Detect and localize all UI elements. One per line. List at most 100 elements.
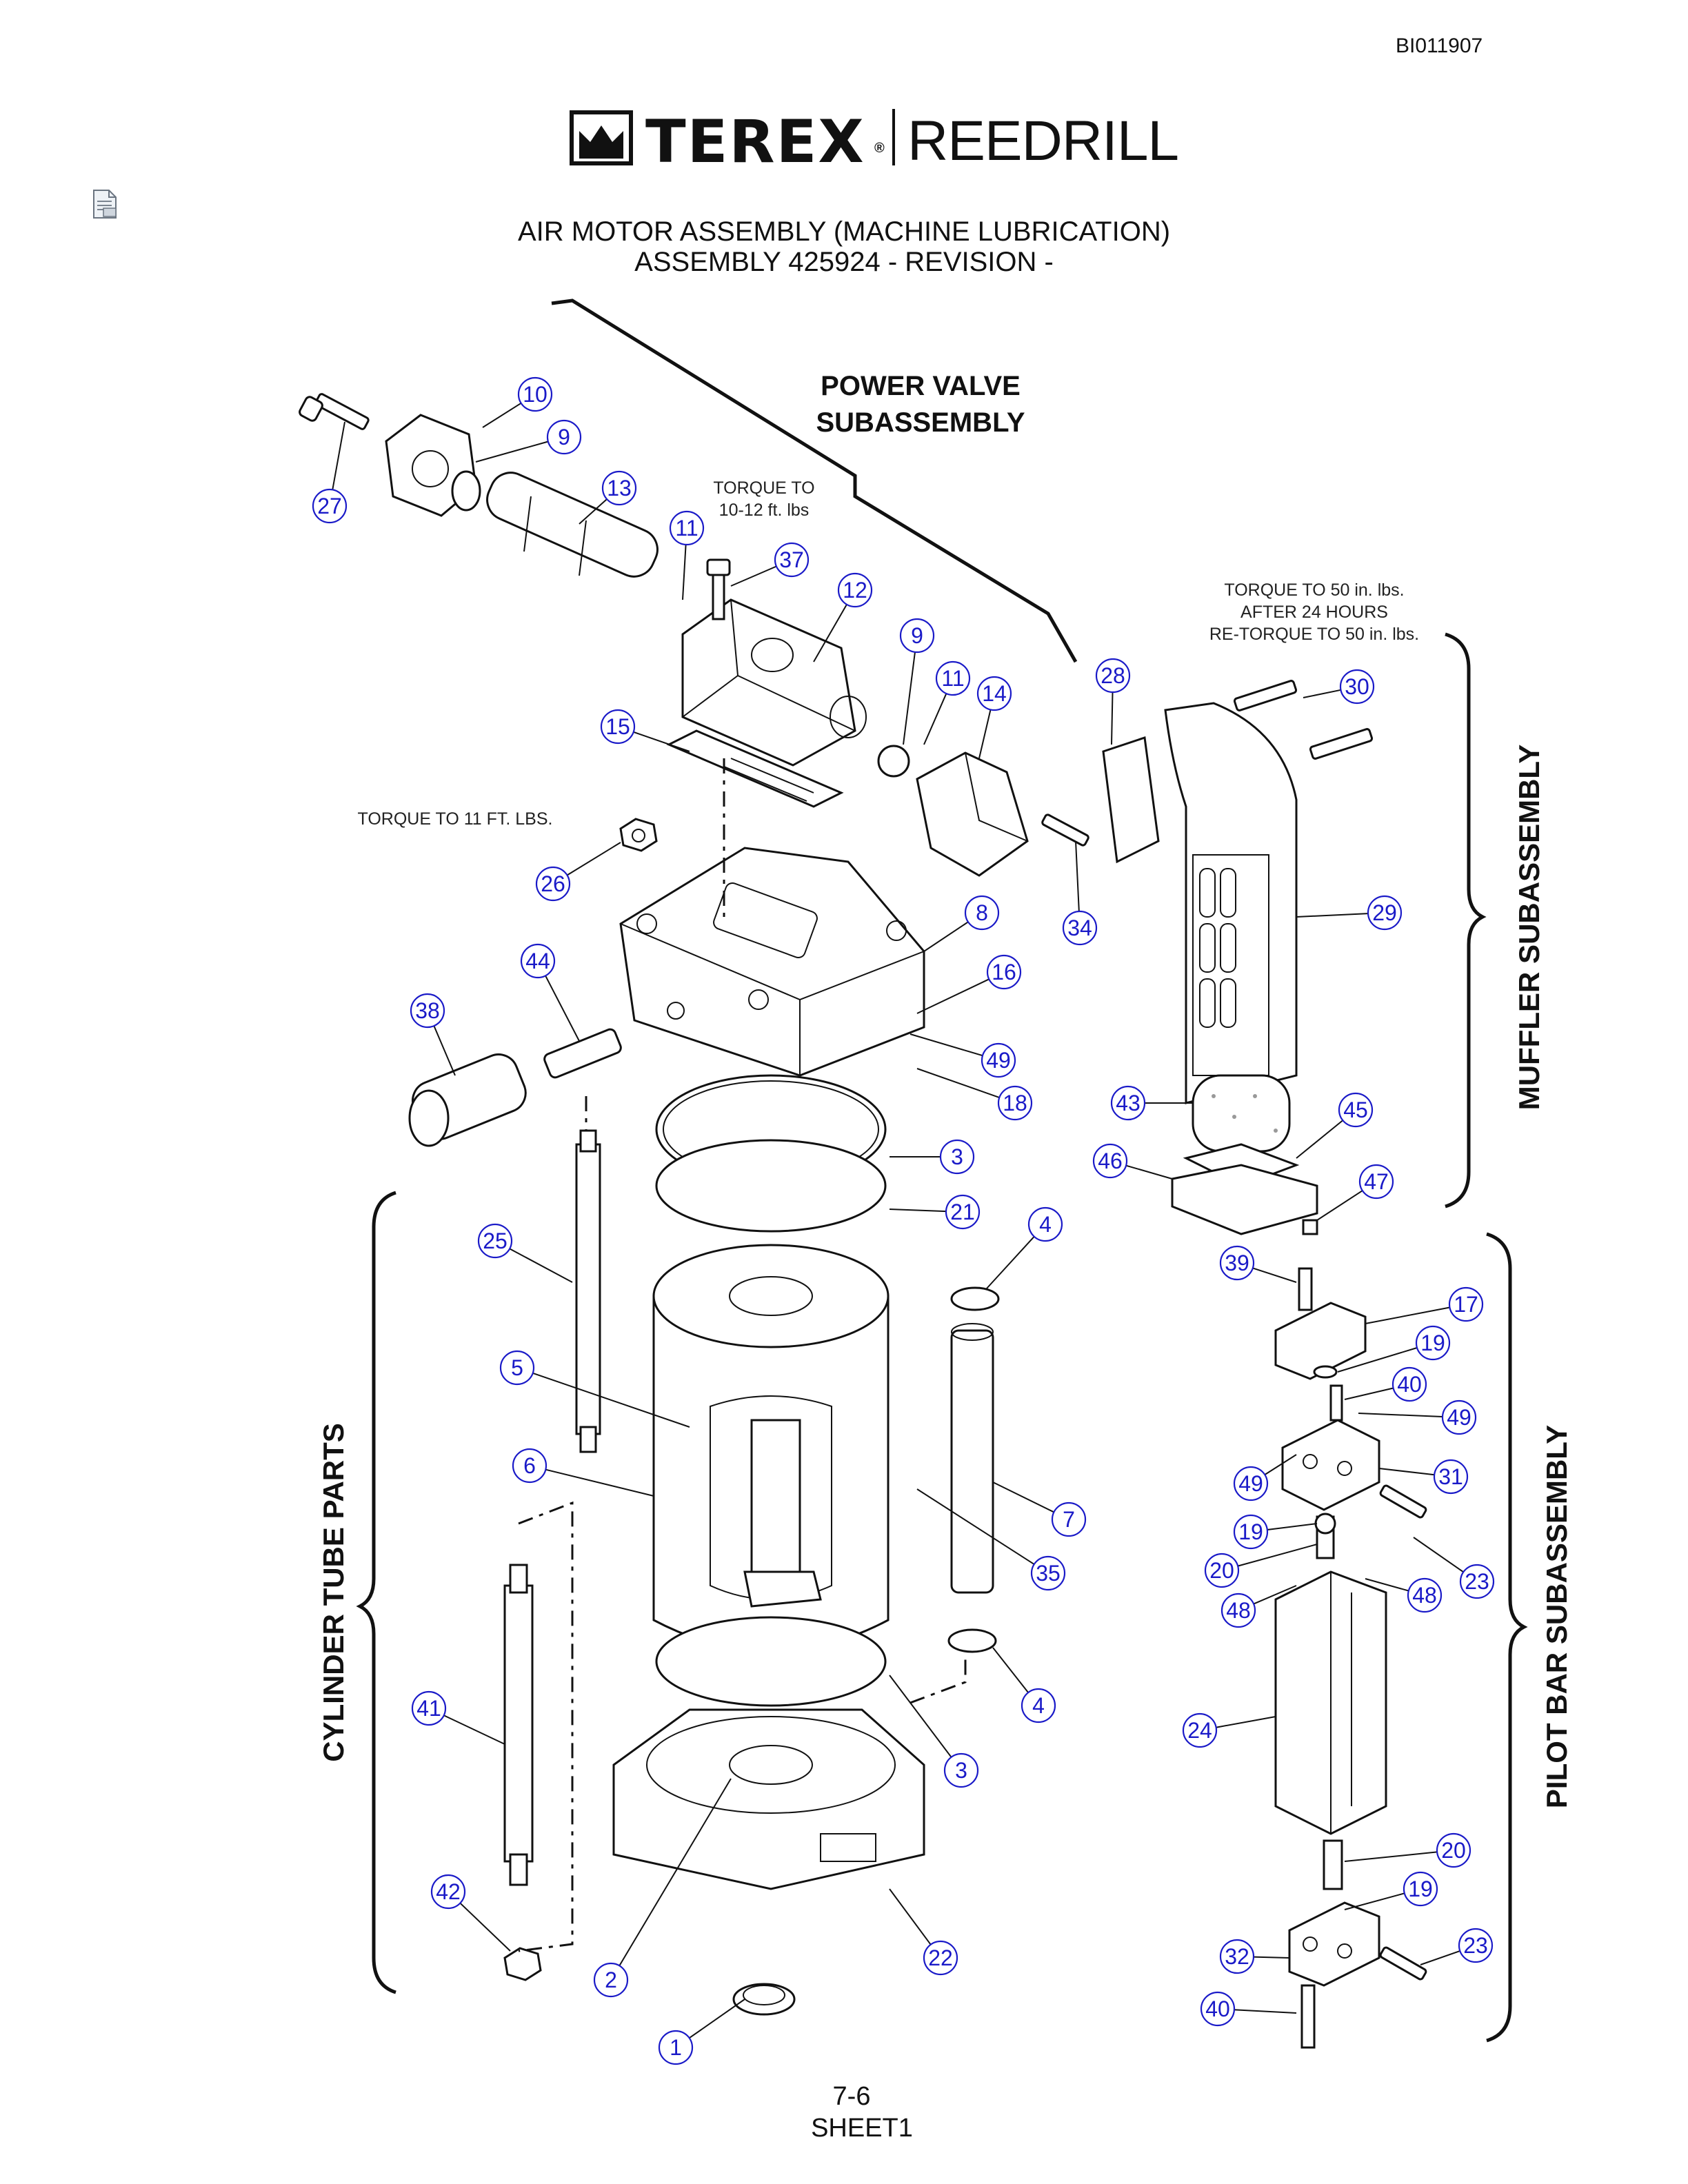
callout-number: 29 <box>1372 900 1397 925</box>
callout-leader <box>579 498 607 525</box>
callout-leader <box>332 421 345 490</box>
document-icon[interactable] <box>91 189 119 219</box>
callout-number: 25 <box>483 1228 508 1253</box>
callout-leader <box>459 1902 511 1952</box>
callout-leader <box>682 544 687 600</box>
callout-bubble <box>1339 669 1375 705</box>
callout-48: 48 <box>1365 1577 1443 1613</box>
callout-leader <box>1365 1306 1450 1324</box>
callout-leader <box>916 978 989 1014</box>
callout-21: 21 <box>889 1194 981 1230</box>
callout-bubble <box>1021 1688 1056 1723</box>
callout-bubble <box>1441 1399 1477 1435</box>
callout-9: 9 <box>899 618 935 745</box>
callout-bubble <box>410 993 445 1029</box>
callout-number: 49 <box>1238 1471 1263 1496</box>
callout-number: 47 <box>1364 1169 1389 1194</box>
pilot-bar-brace <box>1486 1232 1528 2043</box>
callout-bubble <box>499 1350 535 1386</box>
callout-number: 40 <box>1397 1372 1422 1397</box>
callout-number: 11 <box>941 666 964 691</box>
callout-number: 31 <box>1438 1464 1463 1489</box>
callout-bubble <box>1051 1502 1087 1537</box>
callout-bubble <box>1219 1939 1255 1974</box>
callout-number: 3 <box>951 1144 963 1169</box>
callout-28: 28 <box>1095 658 1131 745</box>
callout-number: 20 <box>1209 1558 1234 1583</box>
callout-leader <box>1296 913 1369 918</box>
power-valve-heading-2: SUBASSEMBLY <box>816 407 1025 438</box>
callout-leader <box>545 975 580 1042</box>
callout-20: 20 <box>1344 1832 1471 1868</box>
callout-leader <box>1344 1892 1405 1910</box>
block-31 <box>1281 1419 1380 1511</box>
callout-bubble <box>774 542 810 578</box>
callout-number: 45 <box>1343 1098 1368 1122</box>
callout-bubble <box>1200 1991 1236 2027</box>
callout-bubble <box>899 618 935 654</box>
callout-leader <box>916 1488 1035 1565</box>
callout-4: 4 <box>992 1647 1056 1723</box>
callout-leader <box>1420 1950 1460 1965</box>
plate-46 <box>1171 1164 1318 1235</box>
callout-number: 14 <box>982 681 1007 706</box>
callout-bubble <box>976 676 1012 711</box>
callout-number: 6 <box>523 1453 536 1478</box>
callout-number: 15 <box>605 714 630 739</box>
valve-17 <box>1274 1302 1367 1380</box>
callout-bubble <box>935 660 971 696</box>
callout-10: 10 <box>482 376 553 428</box>
brand-divider <box>892 109 895 165</box>
callout-leader <box>1253 1956 1290 1959</box>
callout-49: 49 <box>1233 1454 1297 1502</box>
callout-leader <box>1125 1164 1173 1180</box>
callout-bubble <box>837 572 873 608</box>
callout-bubble <box>1433 1459 1469 1495</box>
muffler-brace <box>1445 632 1487 1209</box>
callout-number: 4 <box>1032 1693 1045 1718</box>
callout-leader <box>433 1025 456 1076</box>
callout-number: 18 <box>1003 1091 1027 1115</box>
callout-number: 46 <box>1098 1149 1123 1173</box>
callout-bubble <box>986 954 1022 990</box>
callout-leader <box>1264 1454 1297 1475</box>
callout-1: 1 <box>658 1999 745 2065</box>
callout-number: 19 <box>1408 1877 1433 1901</box>
callout-number: 49 <box>1447 1405 1471 1430</box>
callout-leader <box>1075 840 1080 912</box>
callout-bubble <box>1204 1553 1240 1588</box>
callout-number: 32 <box>1225 1944 1249 1969</box>
callout-leader <box>1358 1413 1443 1418</box>
callout-45: 45 <box>1296 1092 1374 1159</box>
callout-leader <box>509 1248 573 1283</box>
callout-number: 34 <box>1067 916 1092 940</box>
callout-leader <box>730 565 777 587</box>
callout-20: 20 <box>1204 1544 1318 1588</box>
callout-leader <box>619 1778 732 1966</box>
document-id: BI011907 <box>1396 34 1483 57</box>
callout-leader <box>1252 1267 1297 1283</box>
oring-4-bottom <box>947 1628 997 1653</box>
callout-19: 19 <box>1233 1514 1318 1550</box>
callout-bubble <box>1182 1712 1218 1748</box>
callout-bubble <box>939 1139 975 1175</box>
callout-bubble <box>1436 1832 1471 1868</box>
callout-leader <box>1337 1347 1418 1373</box>
fitting-44 <box>543 1028 622 1079</box>
cover-14 <box>916 751 1029 877</box>
callout-leader <box>532 1372 690 1428</box>
callout-49: 49 <box>1358 1399 1477 1435</box>
callout-bubble <box>1233 1466 1269 1502</box>
callout-number: 1 <box>670 2035 682 2060</box>
callout-13: 13 <box>579 470 637 525</box>
callout-25: 25 <box>477 1223 573 1283</box>
callout-39: 39 <box>1219 1245 1297 1283</box>
callout-number: 17 <box>1454 1292 1478 1317</box>
muffler-body-29 <box>1164 702 1298 1104</box>
callout-number: 38 <box>415 998 440 1023</box>
callout-number: 10 <box>523 382 547 407</box>
callout-leader <box>813 604 847 663</box>
callout-number: 16 <box>992 960 1016 984</box>
callout-leader <box>985 1236 1035 1290</box>
cylinder-tube-parts-title: CYLINDER TUBE PARTS <box>317 1423 350 1762</box>
